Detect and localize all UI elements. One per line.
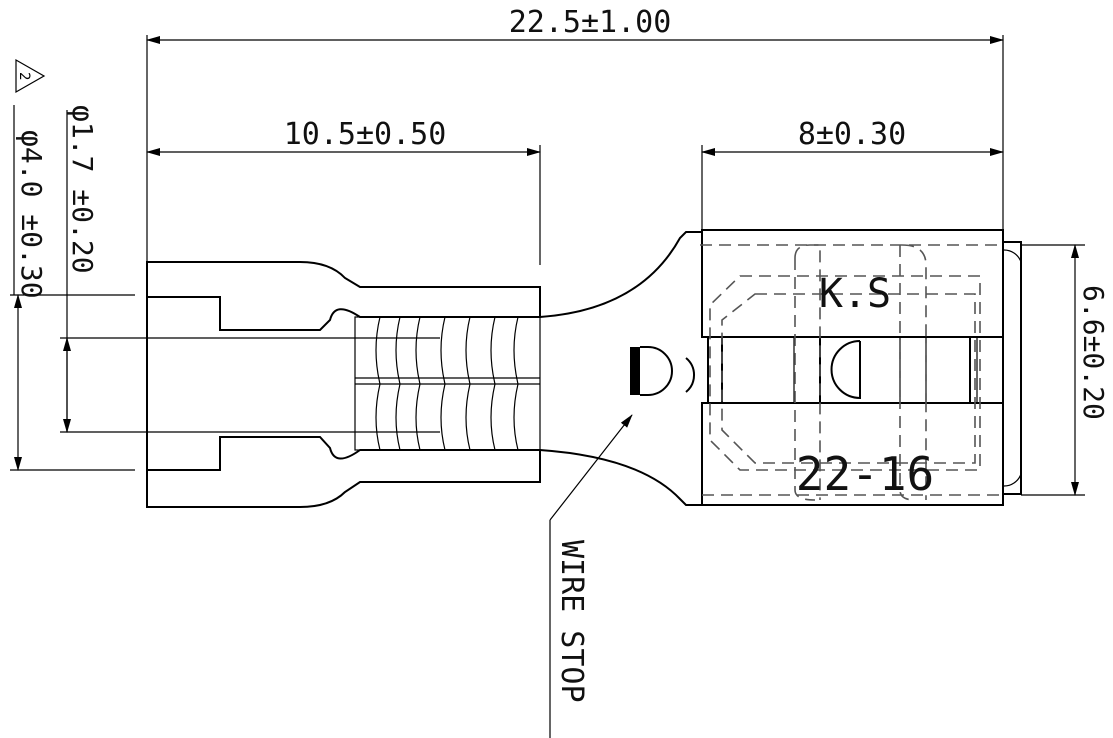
tongue-length-label: 8±0.30 <box>798 117 906 152</box>
brand-marking: K.S <box>819 271 891 317</box>
wire-stop: WIRE STOP <box>549 346 673 738</box>
dimension-overall-length: 22.5±1.00 <box>146 5 1004 262</box>
crimp-barrel <box>354 316 541 451</box>
dimension-tongue-width: 6.6±0.20 <box>1021 244 1110 496</box>
tongue-width-label: 6.6±0.20 <box>1077 285 1110 420</box>
outer-diameter-label: φ4.0 ±0.30 <box>15 130 48 299</box>
connector-neck <box>539 231 702 506</box>
overall-length-label: 22.5±1.00 <box>509 5 672 40</box>
receptacle-tongue: K.S 22-16 <box>685 229 1022 506</box>
wire-range-marking: 22-16 <box>796 447 934 501</box>
revision-triangle-icon: 2 <box>15 58 46 94</box>
inner-diameter-label: φ1.7 ±0.20 <box>66 105 99 274</box>
dimension-barrel-length: 10.5±0.50 <box>146 117 541 265</box>
svg-text:2: 2 <box>16 72 32 80</box>
dimension-tongue-length: 8±0.30 <box>701 117 1004 232</box>
wire-stop-label: WIRE STOP <box>554 540 589 703</box>
barrel-length-label: 10.5±0.50 <box>284 117 447 152</box>
